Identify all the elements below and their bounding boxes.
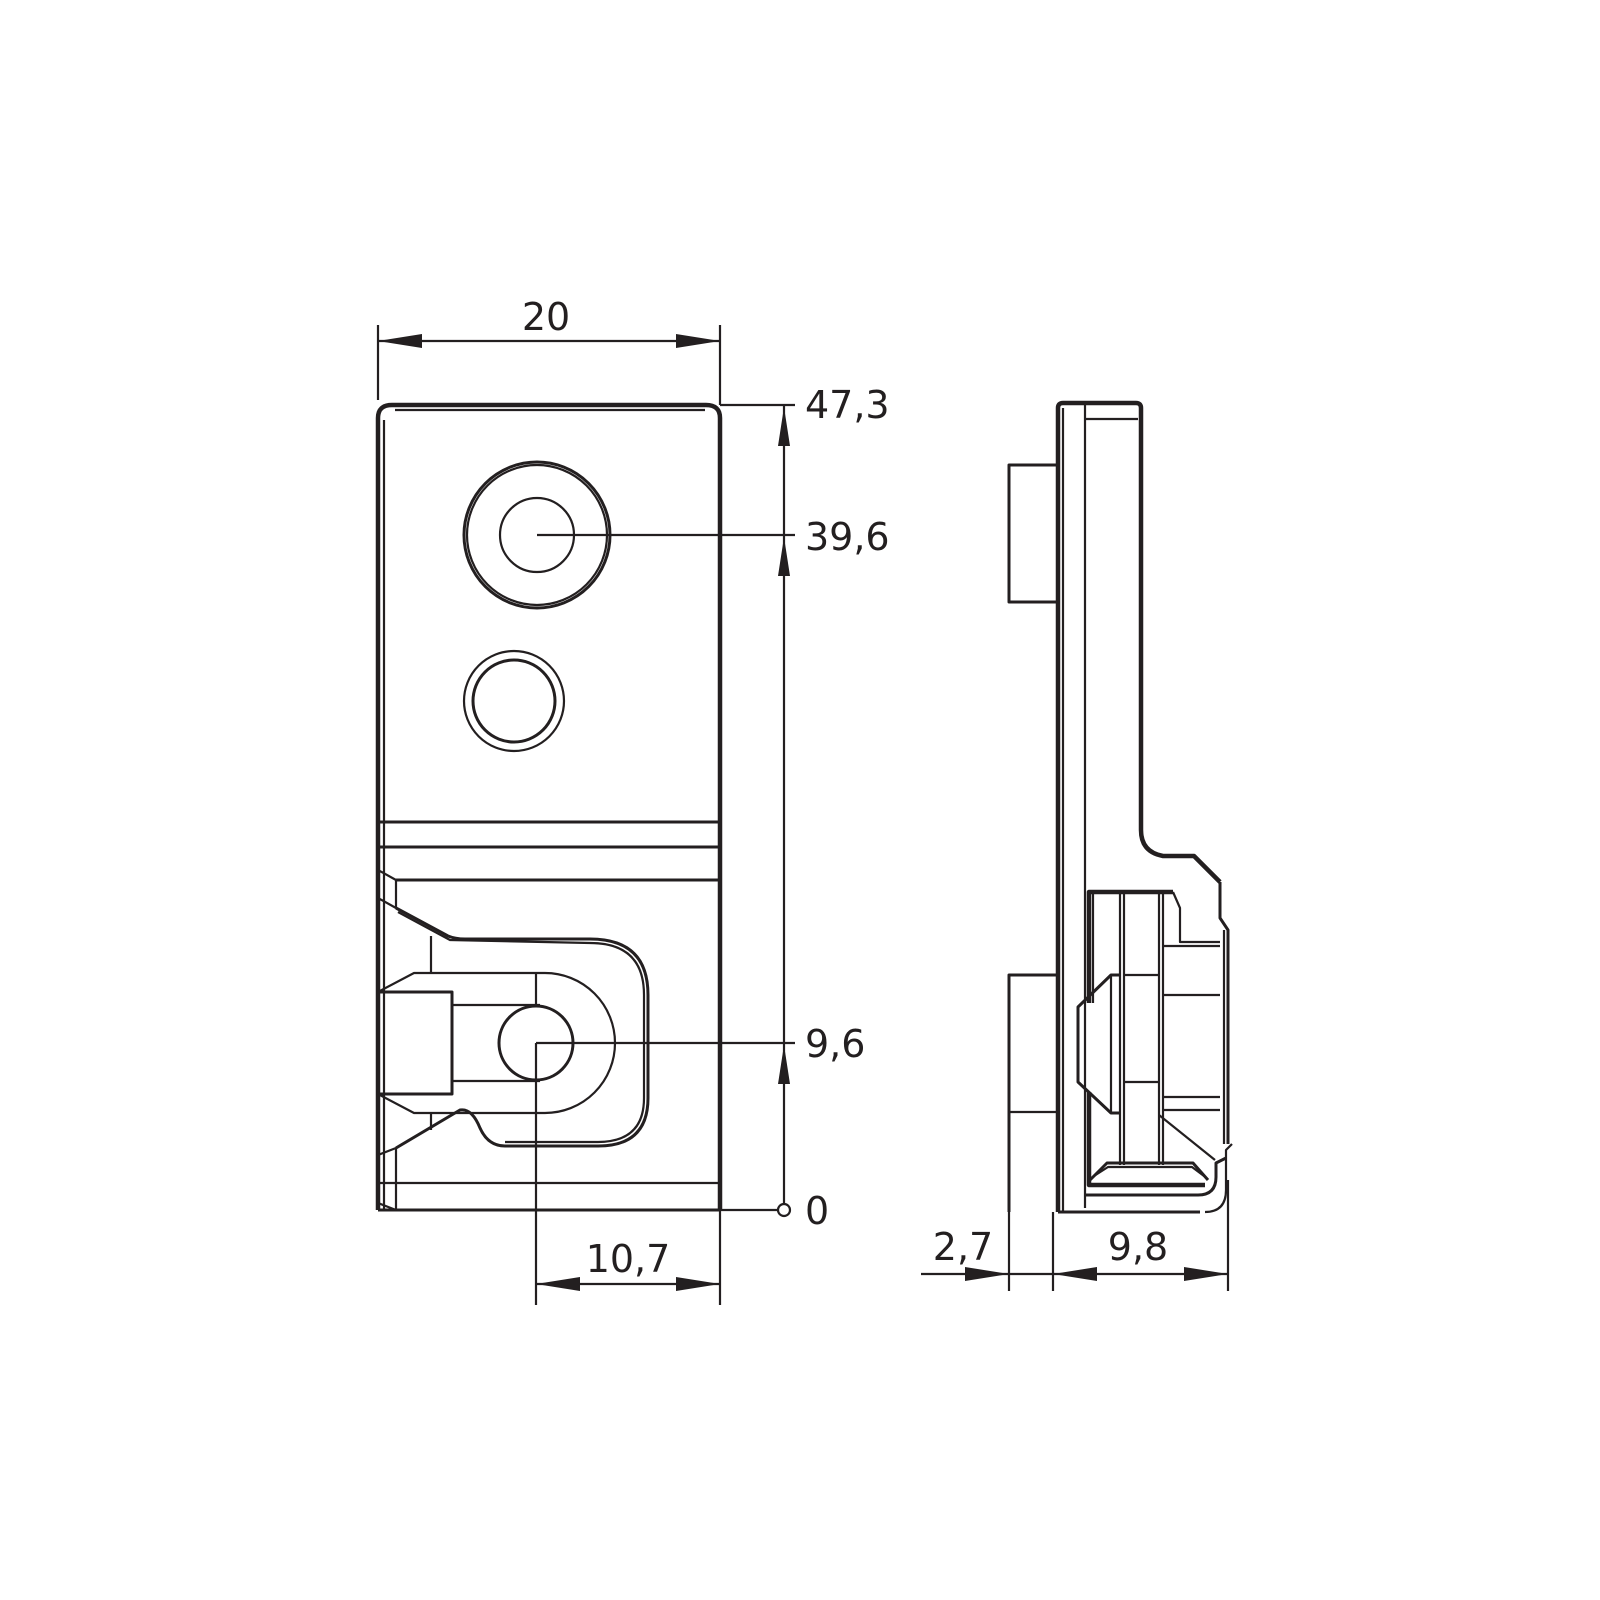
boss	[1076, 973, 1120, 1115]
dim-height-top: 47,3	[805, 383, 890, 427]
slot-opening	[378, 990, 454, 1096]
middle-hole	[462, 649, 566, 753]
dim-origin: 0	[805, 1189, 829, 1233]
recess-outline	[395, 906, 650, 1150]
origin-marker	[776, 1202, 792, 1218]
dim-hole-upper: 39,6	[805, 515, 890, 559]
dim-depth: 9,8	[1108, 1225, 1168, 1269]
front-dimensions: 20 47,3 39,6 9,6 0 10,7	[376, 295, 890, 1305]
side-outline	[1055, 400, 1222, 1212]
lower-chamfer	[377, 1146, 398, 1212]
dim-offset-left: 2,7	[933, 1225, 993, 1269]
front-view	[375, 402, 723, 1212]
dim-hole-offset: 10,7	[586, 1237, 671, 1281]
side-view	[1007, 400, 1233, 1214]
dim-width: 20	[522, 295, 570, 339]
side-dimensions: 2,7 9,8	[921, 1180, 1230, 1291]
dim-hole-lower: 9,6	[805, 1022, 865, 1066]
lower-block	[1007, 973, 1058, 1212]
upper-block	[1007, 463, 1060, 604]
front-outline	[375, 402, 723, 1210]
upper-chamfer	[377, 869, 398, 910]
